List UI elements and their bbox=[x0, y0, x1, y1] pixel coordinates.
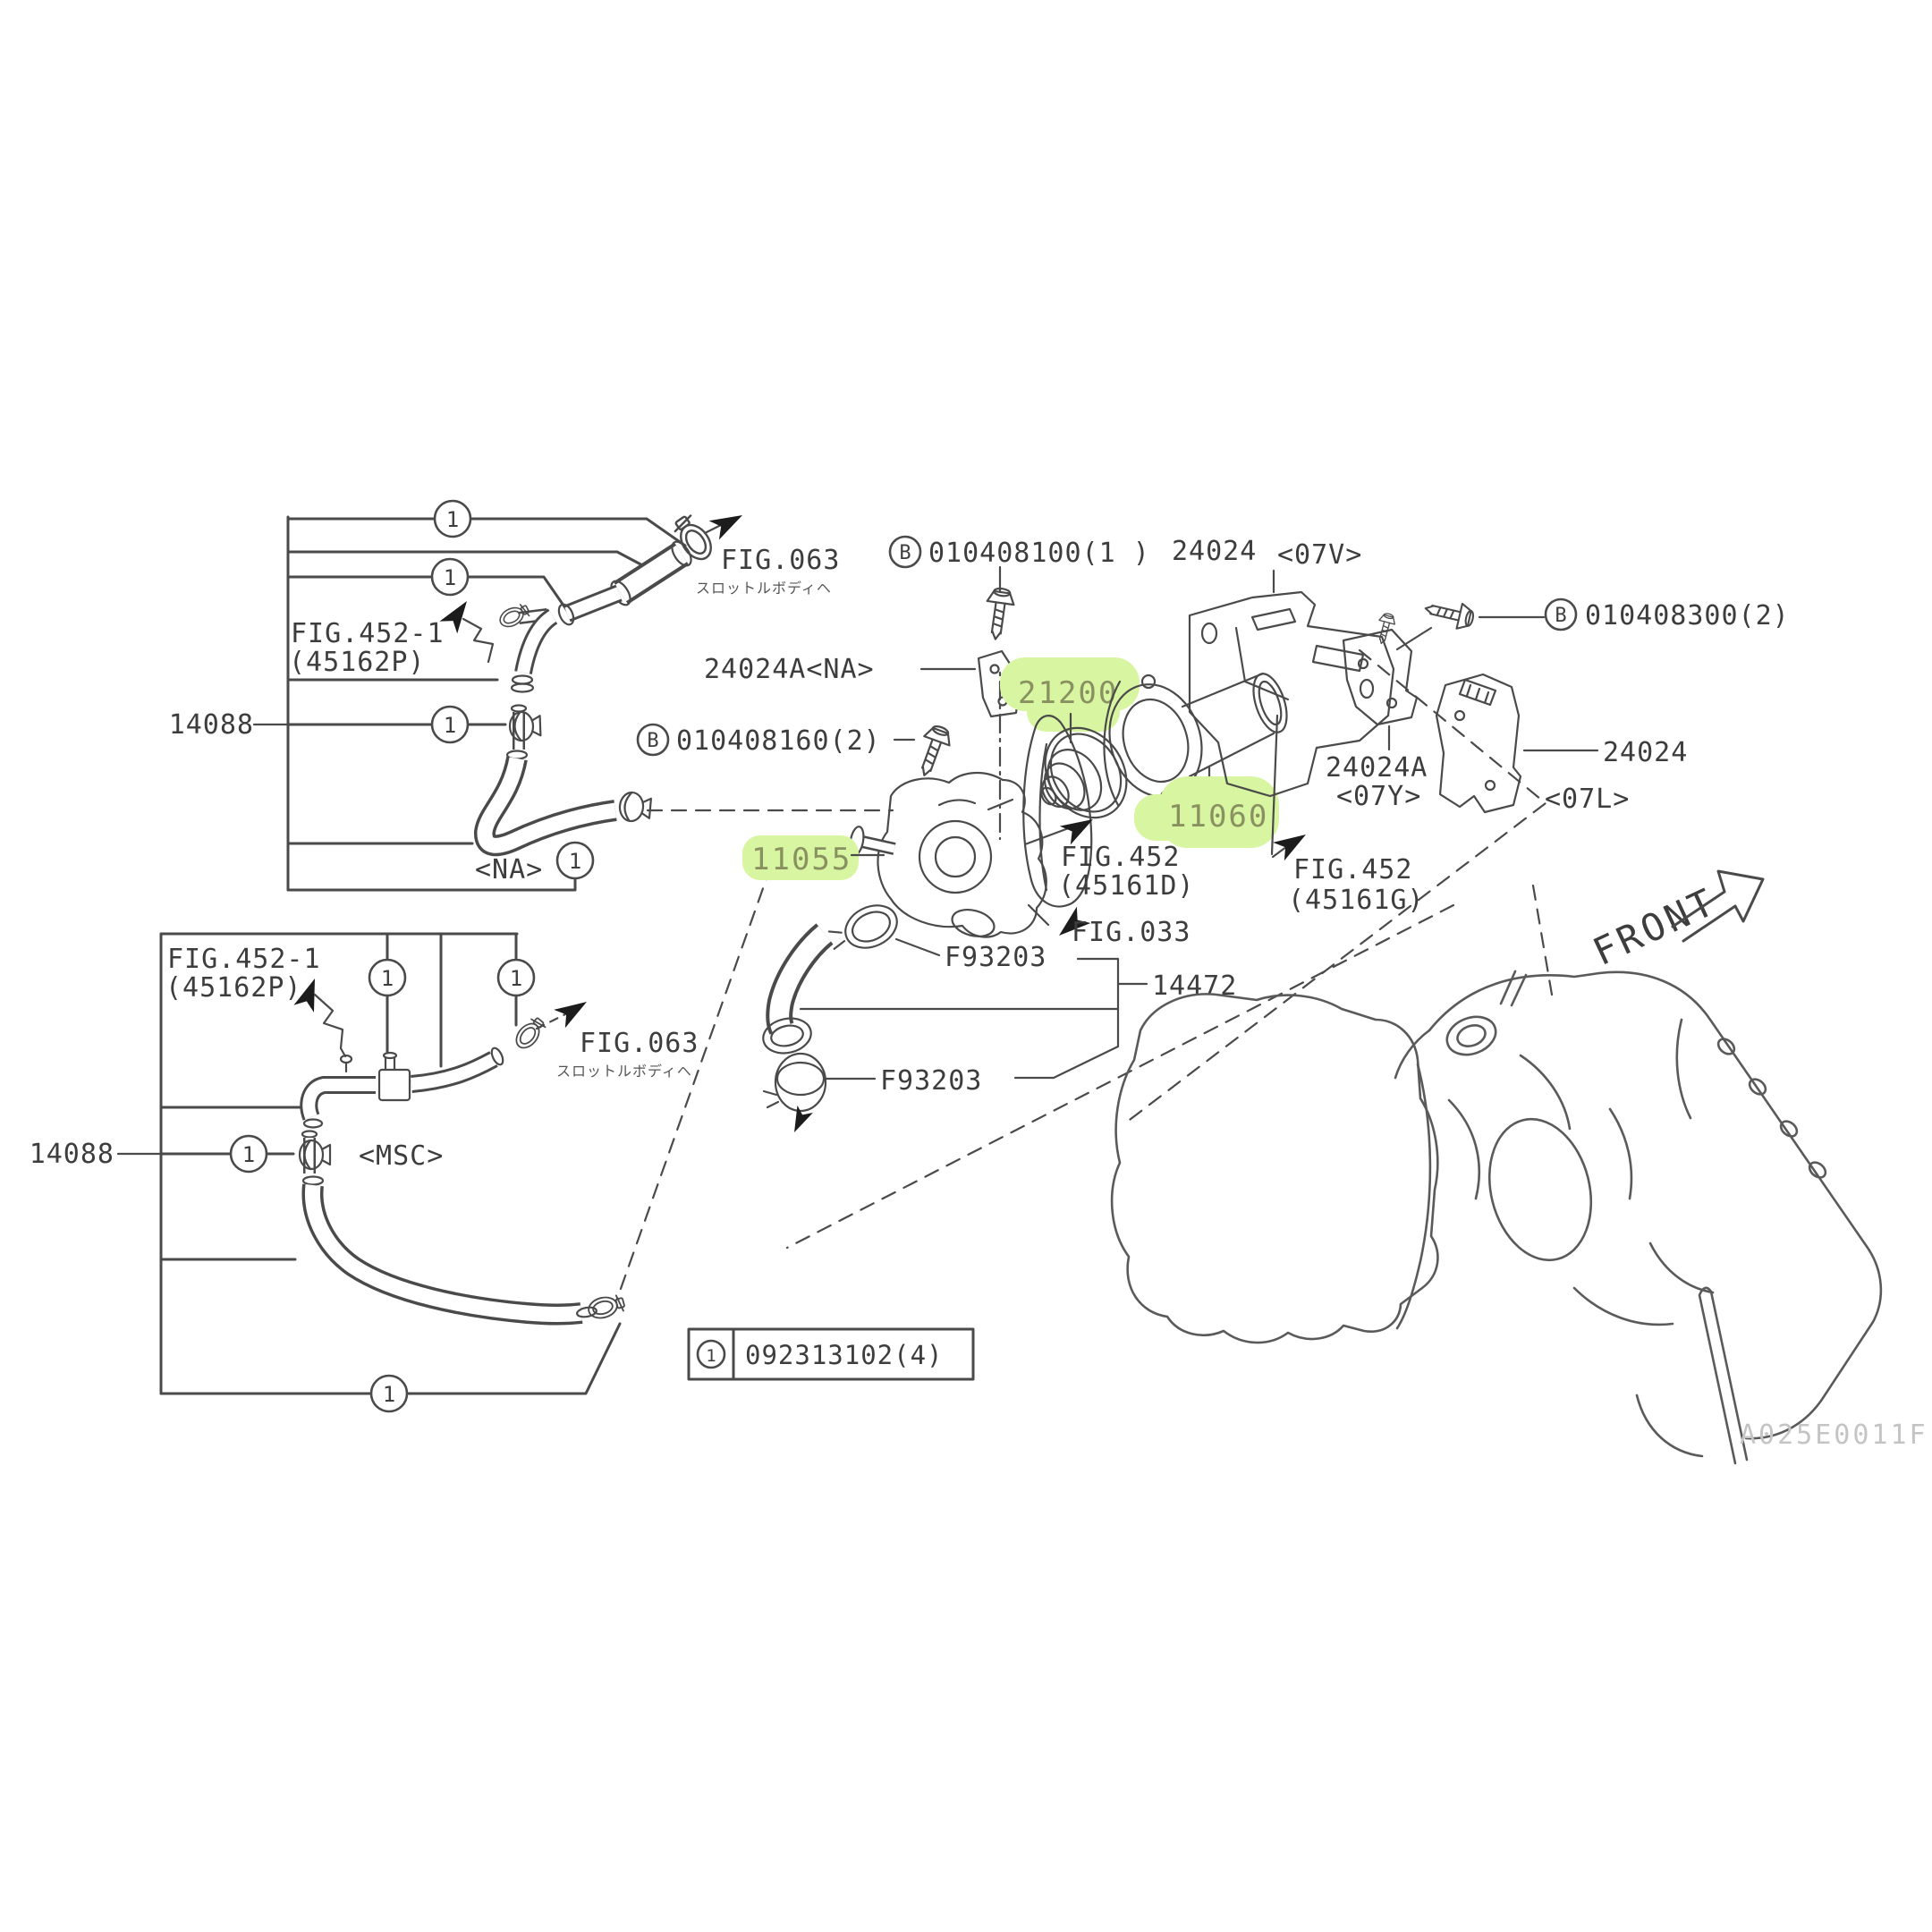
clip-marker-circle bbox=[368, 958, 407, 997]
clip-marker: 1 bbox=[242, 1142, 255, 1167]
part-label-f93203-a[interactable]: F93203 bbox=[945, 942, 1046, 973]
fig-ref-452-1-na: FIG.452-1 bbox=[291, 618, 445, 649]
dashed-connection-line bbox=[785, 903, 1455, 1250]
variant-tag-na: <NA> bbox=[475, 854, 543, 886]
legend-code[interactable]: 092313102(4) bbox=[745, 1340, 944, 1370]
bolt-icon bbox=[980, 586, 1017, 642]
clip-marker-circle bbox=[433, 499, 472, 538]
part-label-21200[interactable]: 21200 bbox=[1018, 675, 1118, 711]
drawing-code-watermark: A025E0011F bbox=[1740, 1419, 1928, 1451]
clip-marker: 1 bbox=[444, 713, 456, 738]
engine-block-art bbox=[1110, 970, 1883, 1465]
clip-marker: 1 bbox=[381, 966, 394, 991]
fig-ref-452-1-na-sub: (45162P) bbox=[289, 647, 426, 678]
front-direction-indicator: FRONT bbox=[1587, 869, 1765, 974]
bolt-marker: B bbox=[1555, 605, 1566, 627]
fig-ref-452-1-msc-sub: (45162P) bbox=[165, 972, 302, 1004]
fig-ref-063-msc: FIG.063 bbox=[580, 1028, 699, 1059]
bolt-marker-circle bbox=[888, 535, 922, 569]
clip-marker-circle bbox=[229, 1134, 268, 1174]
hose-clamp-icon bbox=[762, 1052, 827, 1113]
clip-marker-circle bbox=[496, 958, 536, 997]
part-label-24024a-na[interactable]: 24024A<NA> bbox=[704, 654, 875, 685]
bolt-marker-circle bbox=[636, 723, 670, 757]
part-label-24024a-07y[interactable]: 24024A bbox=[1326, 752, 1428, 784]
part-label-11055[interactable]: 11055 bbox=[751, 842, 852, 877]
legend-box: 1 092313102(4) bbox=[687, 1327, 975, 1381]
hose-clamp-icon bbox=[823, 896, 905, 964]
variant-tag-07y: <07Y> bbox=[1336, 781, 1421, 812]
bracket-24024a-07y-art bbox=[1342, 611, 1419, 726]
bracket-24024-07l-art bbox=[1435, 673, 1522, 814]
part-label-11060[interactable]: 11060 bbox=[1168, 799, 1268, 835]
fig-ref-063-na: FIG.063 bbox=[721, 545, 840, 576]
fig-ref-452-1-msc: FIG.452-1 bbox=[167, 944, 321, 975]
clip-marker: 1 bbox=[446, 507, 459, 532]
water-pump-art bbox=[849, 771, 1047, 938]
part-label-f93203-b[interactable]: F93203 bbox=[880, 1065, 982, 1097]
fig-ref-452-g: FIG.452 bbox=[1293, 854, 1412, 886]
na-hose-group: 1 1 1 1 14088 FIG.452-1 (45162P) <NA> FI… bbox=[169, 499, 840, 892]
part-label-bolt2[interactable]: 010408160(2) bbox=[676, 725, 881, 757]
bolt-icon bbox=[1421, 595, 1477, 633]
clip-marker-circle bbox=[369, 1374, 409, 1413]
clip-marker: 1 bbox=[569, 849, 581, 874]
highlight-11060 bbox=[1134, 794, 1209, 841]
bracket-group: 24024 <07V> B 010408300(2) 24024A <07Y> bbox=[1172, 536, 1790, 916]
fig-ref-452-g-sub: (45161G) bbox=[1288, 885, 1425, 916]
part-label-bolt1[interactable]: 010408100(1 ) bbox=[928, 538, 1150, 569]
legend-clip-marker: 1 bbox=[706, 1346, 716, 1366]
reference-arrow-icon bbox=[708, 505, 748, 540]
dashed-connection-line bbox=[615, 864, 773, 1301]
clip-marker: 1 bbox=[444, 565, 456, 590]
part-label-14088-msc[interactable]: 14088 bbox=[30, 1139, 114, 1170]
reference-arrow-icon bbox=[554, 992, 593, 1029]
bolt-marker: B bbox=[647, 730, 658, 752]
highlight-11055 bbox=[742, 835, 859, 880]
reference-arrow-icon bbox=[439, 595, 476, 634]
part-label-24024-07v[interactable]: 24024 bbox=[1172, 536, 1257, 567]
dashed-connection-line bbox=[1531, 884, 1554, 996]
housing-arm-art bbox=[1022, 715, 1093, 908]
clip-marker-circle bbox=[430, 705, 470, 744]
clip-marker-circle bbox=[555, 841, 595, 880]
msc-hose-group: 1 1 1 1 FIG.452-1 (45162P) 14088 <MSC> F… bbox=[30, 932, 699, 1413]
part-label-24024-07l[interactable]: 24024 bbox=[1603, 737, 1688, 768]
fig-ref-063-msc-jp: スロットルボディヘ bbox=[556, 1063, 692, 1080]
fig-ref-033: FIG.033 bbox=[1072, 917, 1191, 948]
legend-clip-marker-circle bbox=[696, 1339, 726, 1369]
clip-marker: 1 bbox=[383, 1382, 395, 1407]
highlight-21200 bbox=[1027, 691, 1120, 732]
thermostat-assembly-group: B 010408100(1 ) 24024A<NA> B 010408160(2… bbox=[615, 535, 1554, 1301]
clip-marker: 1 bbox=[510, 966, 522, 991]
clip-marker-circle bbox=[430, 557, 470, 597]
bolt-marker: B bbox=[899, 542, 911, 564]
bolt-marker-circle bbox=[1544, 597, 1578, 631]
bracket-24024-07v-art bbox=[1188, 590, 1395, 798]
variant-tag-07l: <07L> bbox=[1545, 784, 1630, 815]
variant-tag-msc: <MSC> bbox=[359, 1140, 444, 1172]
part-label-bolt3[interactable]: 010408300(2) bbox=[1585, 600, 1790, 631]
dashed-connection-line bbox=[1121, 648, 1547, 1127]
bolt-icon bbox=[911, 721, 956, 781]
fig-ref-452-d-sub: (45161D) bbox=[1058, 870, 1195, 902]
part-label-14088-na[interactable]: 14088 bbox=[169, 709, 254, 741]
variant-tag-07v: <07V> bbox=[1277, 539, 1362, 571]
thermostat-art bbox=[1040, 726, 1128, 819]
fig-ref-452-d: FIG.452 bbox=[1061, 842, 1180, 873]
hose-clamp-icon bbox=[617, 790, 653, 824]
water-pipe-group: F93203 14472 F93203 bbox=[762, 896, 1237, 1137]
fig-ref-063-na-jp: スロットルボディヘ bbox=[696, 580, 832, 597]
part-label-14472[interactable]: 14472 bbox=[1152, 970, 1237, 1002]
front-arrow-icon bbox=[1671, 869, 1765, 943]
